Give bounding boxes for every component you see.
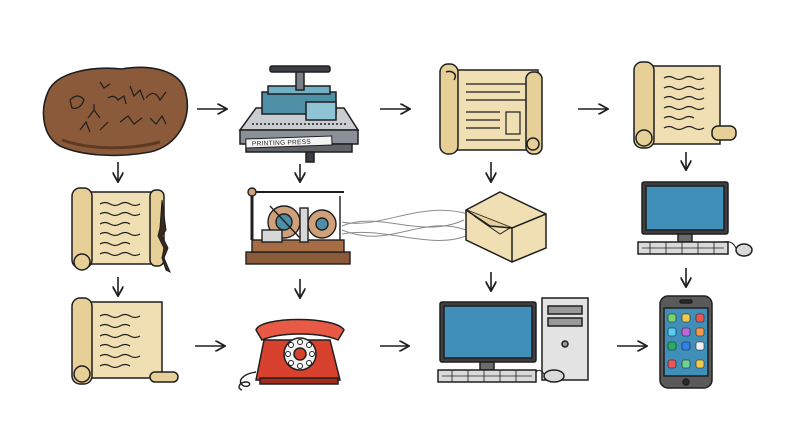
envelope-box-icon [465,191,547,263]
scroll-with-tassel-icon [71,187,171,274]
desktop-computer-icon [437,297,589,383]
rotary-telephone-icon [238,318,345,391]
telegraph-machine-icon [245,187,469,265]
scroll-document-icon [439,63,543,155]
cave-painting-rock-icon [42,66,189,157]
printing-press-label: PRINTING PRESS [252,139,312,148]
printing-press-icon: PRINTING PRESS [238,65,360,163]
smartphone-icon [659,295,713,389]
arrows [118,109,686,346]
computer-monitor-icon [637,181,753,257]
scroll-icon [71,297,179,385]
scroll-icon [633,61,737,149]
